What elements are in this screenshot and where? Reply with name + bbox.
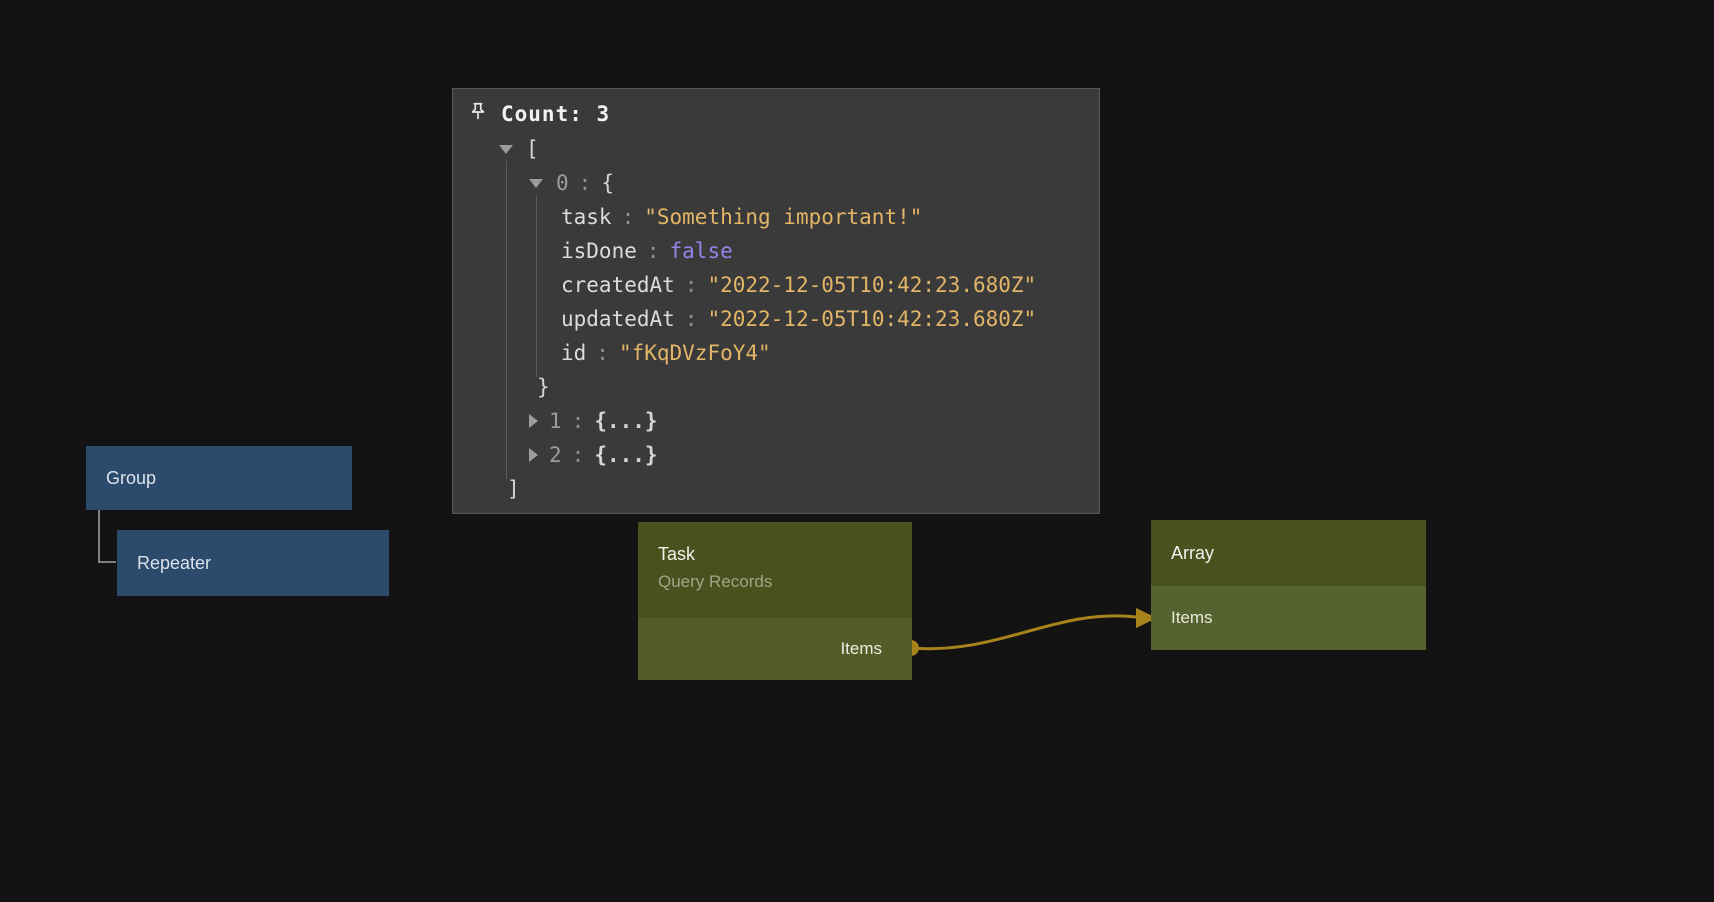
field-key: isDone (561, 239, 637, 263)
tree-field-createdat: createdAt : "2022-12-05T10:42:23.680Z" (453, 268, 1099, 302)
node-task-query-records[interactable]: Task Query Records Items (638, 522, 912, 680)
collapse-root-icon[interactable] (499, 144, 513, 154)
items-input-port-label: Items (1171, 608, 1213, 627)
node-repeater[interactable]: Repeater (117, 530, 389, 596)
bracket: ] (507, 477, 520, 501)
items-output-port-label[interactable]: Items (840, 639, 882, 658)
collapse-item0-icon[interactable] (529, 178, 543, 188)
expand-item1-icon[interactable] (529, 414, 538, 428)
separator: : (684, 307, 698, 331)
open-brace: { (601, 171, 614, 195)
items-input-row[interactable]: Items (1151, 586, 1426, 650)
tree-row-root-close: ] (453, 472, 1099, 506)
node-task-title: Task (658, 544, 696, 564)
node-task-subtitle: Query Records (658, 572, 773, 591)
field-value: false (669, 239, 733, 263)
tree-field-updatedat: updatedAt : "2022-12-05T10:42:23.680Z" (453, 302, 1099, 336)
bracket: [ (526, 137, 539, 161)
separator: : (571, 409, 585, 433)
separator: : (571, 443, 585, 467)
item-index: 2 (549, 443, 562, 467)
node-array-header: Array (1151, 520, 1426, 586)
field-value: "fKqDVzFoY4" (618, 341, 771, 365)
node-group-label: Group (106, 467, 157, 488)
separator: : (578, 171, 592, 195)
node-array-title: Array (1171, 542, 1215, 563)
collapsed-object: {...} (594, 443, 658, 467)
pin-icon (471, 102, 485, 120)
tree-field-id: id : "fKqDVzFoY4" (453, 336, 1099, 370)
expand-item2-icon[interactable] (529, 448, 538, 462)
inspector-title: Count: 3 (501, 102, 611, 126)
node-group[interactable]: Group (86, 446, 352, 510)
field-value: "Something important!" (644, 205, 923, 229)
tree-row-item-2: 2 : {...} (453, 438, 1099, 472)
separator: : (646, 239, 660, 263)
group-repeater-link (98, 510, 116, 563)
field-key: id (561, 341, 587, 365)
tree-field-isdone: isDone : false (453, 234, 1099, 268)
item-index: 1 (549, 409, 562, 433)
tree-field-task: task : "Something important!" (453, 200, 1099, 234)
tree-row-item-0-close: } (453, 370, 1099, 404)
node-task-header: Task Query Records (638, 522, 912, 618)
field-key: createdAt (561, 273, 675, 297)
node-array[interactable]: Array Items (1151, 520, 1426, 650)
separator: : (621, 205, 635, 229)
field-key: updatedAt (561, 307, 675, 331)
data-inspector-panel: Count: 3 [ 0 : { task : "Something impor… (452, 88, 1100, 514)
json-tree: [ 0 : { task : "Something important!" is… (453, 132, 1099, 506)
collapsed-object: {...} (594, 409, 658, 433)
field-value: "2022-12-05T10:42:23.680Z" (707, 273, 1037, 297)
item-index: 0 (556, 171, 569, 195)
tree-row-item-0: 0 : { (453, 166, 1099, 200)
close-brace: } (537, 375, 550, 399)
indent-guide (536, 195, 537, 377)
tree-row-item-1: 1 : {...} (453, 404, 1099, 438)
separator: : (596, 341, 609, 365)
tree-row-root-open: [ (453, 132, 1099, 166)
separator: : (684, 273, 698, 297)
field-value: "2022-12-05T10:42:23.680Z" (707, 307, 1037, 331)
connection-task-items-to-array (910, 614, 1137, 651)
node-repeater-label: Repeater (137, 552, 212, 573)
pin-button[interactable] (466, 101, 490, 125)
node-task-ports-row: Items (638, 618, 912, 680)
indent-guide (506, 161, 507, 479)
field-key: task (561, 205, 612, 229)
